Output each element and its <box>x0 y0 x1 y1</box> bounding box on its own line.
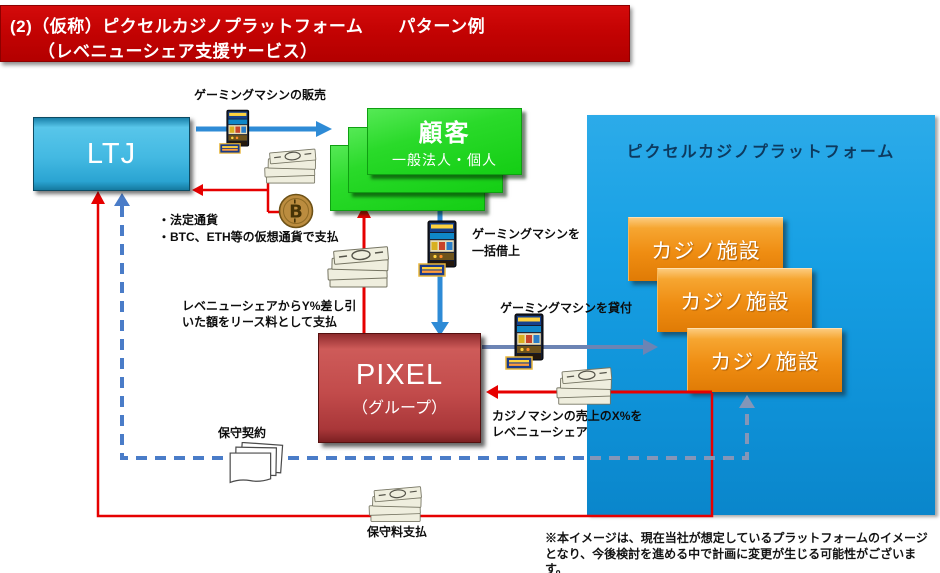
facility-label: カジノ施設 <box>651 239 761 263</box>
label-maintenance-contract: 保守契約 <box>218 426 267 440</box>
customer-subtitle: 一般法人・個人 <box>392 152 497 168</box>
banner-title-line-1: (2)（仮称）ピクセルカジノプラットフォーム パターン例 <box>10 17 486 36</box>
label-revshare-1: カジノマシンの売上のX%を <box>492 409 643 423</box>
disclaimer-line-1: ※本イメージは、現在当社が想定しているプラットフォームのイメージ <box>545 531 928 545</box>
ltj-label: LTJ <box>86 137 137 170</box>
bitcoin-icon: B <box>278 193 314 229</box>
label-maintenance-fee: 保守料支払 <box>367 525 428 539</box>
maintenance-contract-line <box>114 193 755 460</box>
money-stack-icon <box>366 486 426 524</box>
label-bulk-rent-2: 一括借上 <box>472 244 521 258</box>
label-machine-lend: ゲーミングマシンを貸付 <box>500 301 633 315</box>
label-revshare-2: レベニューシェア <box>492 425 588 439</box>
label-payment-methods-1: ・法定通貨 <box>158 213 219 227</box>
money-stack-icon <box>326 246 392 290</box>
facility-label: カジノ施設 <box>710 350 820 374</box>
slot-machine-icon <box>505 313 551 371</box>
ltj-box: LTJ <box>33 117 190 191</box>
sale-arrow <box>196 121 332 137</box>
slot-machine-icon <box>219 106 255 158</box>
facility-box-2: カジノ施設 <box>657 268 812 332</box>
facility-label: カジノ施設 <box>680 290 790 314</box>
svg-text:B: B <box>289 202 303 223</box>
pixel-subtitle: （グループ） <box>351 399 448 417</box>
facility-box-3: カジノ施設 <box>687 328 842 392</box>
pixel-title: PIXEL <box>355 358 444 391</box>
disclaimer-line-2: となり、今後検討を進める中で計画に変更が生じる可能性がございます。 <box>545 546 917 573</box>
banner-title-line-2: （レベニューシェア支援サービス） <box>38 42 318 61</box>
title-banner: (2)（仮称）ピクセルカジノプラットフォーム パターン例 （レベニューシェア支援… <box>0 5 630 62</box>
money-stack-icon <box>264 148 318 186</box>
money-stack-icon <box>556 366 614 408</box>
label-lease-2: いた額をリース料として支払 <box>182 315 338 329</box>
customer-box-front: 顧客 一般法人・個人 <box>367 108 522 175</box>
pixel-box: PIXEL （グループ） <box>318 333 481 443</box>
platform-title: ピクセルカジノプラットフォーム <box>626 144 896 161</box>
lend-arrow <box>482 339 658 355</box>
label-lease-1: レベニューシェアからY%差し引 <box>182 299 357 313</box>
label-machine-sale: ゲーミングマシンの販売 <box>194 88 327 102</box>
documents-icon <box>224 442 286 488</box>
disclaimer-note: ※本イメージは、現在当社が想定しているプラットフォームのイメージ となり、今後検… <box>545 531 937 573</box>
label-payment-methods-2: ・BTC、ETH等の仮想通貨で支払 <box>158 230 339 244</box>
slot-machine-icon <box>418 220 464 278</box>
label-bulk-rent-1: ゲーミングマシンを <box>472 227 581 241</box>
customer-title: 顧客 <box>418 120 471 147</box>
